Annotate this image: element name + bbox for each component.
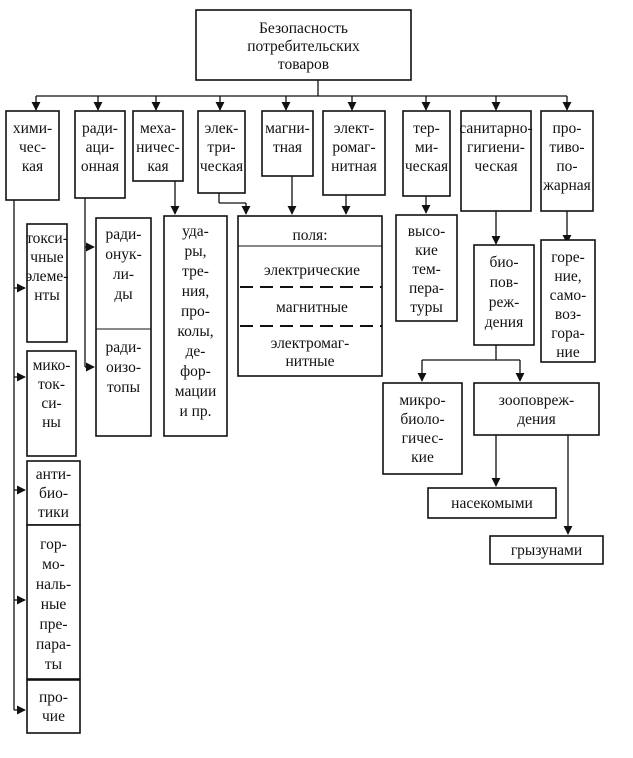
field-electromagnetic-1: электромаг- xyxy=(271,335,350,352)
fire-items-node: горе-ние,само-воз-гора-ние xyxy=(540,239,596,363)
rodents-label: грызунами xyxy=(511,542,582,559)
radiation-items-node: ради-онук-ли-ды ради-оизо-топы xyxy=(95,217,152,437)
fire-items-label: горе-ние,само-воз-гора-ние xyxy=(550,249,587,361)
category-san-label: санитарно-гигиени-ческая xyxy=(459,120,532,175)
category-elec: элек-три-ческая xyxy=(197,110,246,194)
microbiological-label: микро-биоло-гичес-кие xyxy=(399,392,445,466)
chemical-antibiotics-label: анти-био-тики xyxy=(36,466,71,521)
category-mech-label: меха-ничес-кая xyxy=(136,120,180,175)
field-electromagnetic-2: нитные xyxy=(286,353,335,370)
biodamage-node: био-пов-реж-дения xyxy=(473,244,535,346)
category-magn: магни-тная xyxy=(261,110,314,177)
category-chem-label: хими-чес-кая xyxy=(13,120,52,175)
category-em: элект-ромаг-нитная xyxy=(322,110,386,196)
chemical-myco: мико-ток-си-ны xyxy=(26,350,77,457)
category-fire-label: про-тиво-по-жарная xyxy=(542,120,591,194)
category-chem: хими-чес-кая xyxy=(5,110,60,201)
rodents-node: грызунами xyxy=(489,535,604,565)
category-fire: про-тиво-по-жарная xyxy=(540,110,594,212)
category-elec-label: элек-три-ческая xyxy=(200,120,243,175)
category-rad: ради-аци-онная xyxy=(74,110,126,199)
category-magn-label: магни-тная xyxy=(265,120,310,156)
chemical-antibiotics: анти-био-тики xyxy=(26,460,81,526)
radionuclides-label: ради-онук-ли-ды xyxy=(105,226,142,303)
fields-header: поля: xyxy=(292,227,327,244)
field-magnetic: магнитные xyxy=(276,299,348,316)
chemical-other-label: про-чие xyxy=(39,689,68,725)
category-therm: тер-ми-ческая xyxy=(402,110,451,197)
insects-label: насекомыми xyxy=(451,495,533,512)
chemical-myco-label: мико-ток-си-ны xyxy=(33,357,71,431)
field-electric: электрические xyxy=(264,262,360,279)
category-mech: меха-ничес-кая xyxy=(132,110,184,182)
category-san: санитарно-гигиени-ческая xyxy=(459,110,533,212)
radioisotopes-label: ради-оизо-топы xyxy=(106,339,142,396)
zoo-damage-label: зооповреж-дения xyxy=(499,392,574,428)
chemical-other: про-чие xyxy=(26,679,81,734)
insects-node: насекомыми xyxy=(427,487,557,519)
connector-lines xyxy=(13,80,573,715)
category-nodes: хими-чес-кая ради-аци-онная меха-ничес-кая… xyxy=(5,110,594,212)
zoo-damage-node: зооповреж-дения xyxy=(473,382,600,436)
microbiological-node: микро-биоло-гичес-кие xyxy=(382,382,463,475)
category-therm-label: тер-ми-ческая xyxy=(405,120,448,175)
biodamage-label: био-пов-реж-дения xyxy=(485,254,524,331)
fields-node: поля: электрические магнитные электромаг… xyxy=(237,215,383,377)
category-em-label: элект-ромаг-нитная xyxy=(331,120,377,175)
category-rad-label: ради-аци-онная xyxy=(81,120,119,175)
